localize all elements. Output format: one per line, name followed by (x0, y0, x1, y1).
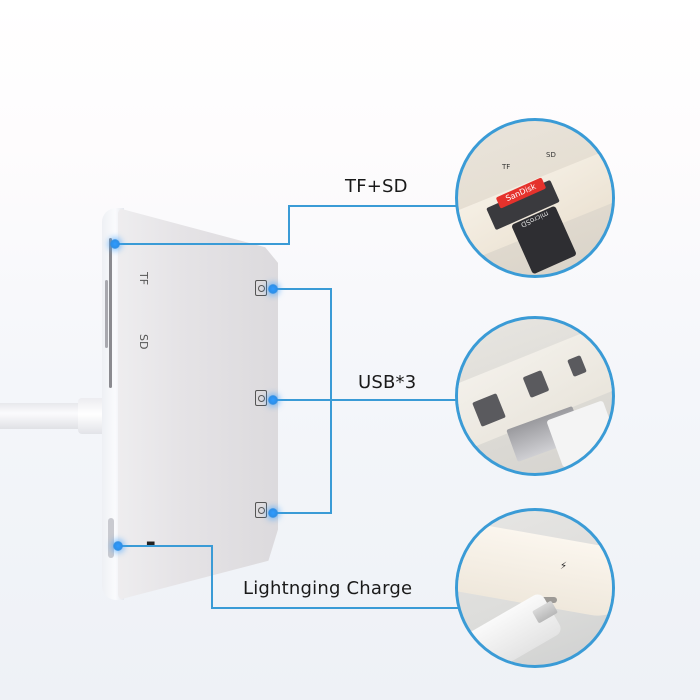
usb-port-icon (255, 280, 267, 296)
detail-circle-card-reader: TF SD SanDisk microSD (455, 118, 615, 278)
connector-line (288, 205, 290, 245)
sd-label: SD (137, 334, 150, 350)
callout-tf-sd: TF+SD (345, 176, 408, 197)
connector-line (118, 243, 288, 245)
charge-marker-dot (113, 541, 123, 551)
usb-marker-dot (268, 508, 278, 518)
detail-circle-lightning: ⚡ (455, 508, 615, 668)
hub-front-face (118, 208, 278, 600)
callout-lightning-charge: Lightnging Charge (243, 578, 413, 599)
connector-line (288, 205, 458, 207)
connector-line (211, 545, 213, 609)
sd-slot (105, 280, 108, 348)
tf-slot (109, 238, 112, 388)
connector-line (118, 545, 212, 547)
tf-sd-marker-dot (110, 239, 120, 249)
usb-port-icon (255, 502, 267, 518)
connector-line (274, 288, 332, 290)
lightning-port (108, 518, 114, 558)
connector-line (274, 399, 458, 401)
slot-label-sd: SD (546, 151, 556, 159)
connector-line (211, 607, 459, 609)
connector-line (274, 512, 332, 514)
slot-label-tf: TF (502, 163, 511, 171)
usb-marker-dot (268, 395, 278, 405)
tf-label: TF (137, 272, 150, 286)
lightning-bolt-icon: ⚡ (560, 561, 568, 572)
detail-circle-usb (455, 316, 615, 476)
callout-usb: USB*3 (358, 372, 417, 393)
usb-port-icon (255, 390, 267, 406)
connector-line (330, 288, 332, 514)
lightning-bolt-icon: ▬ (146, 538, 156, 549)
usb-marker-dot (268, 284, 278, 294)
